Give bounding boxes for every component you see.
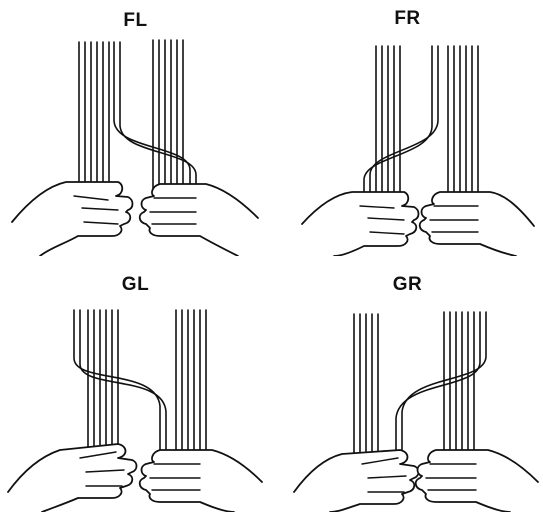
diagram-fr — [272, 0, 543, 256]
panel-gr: GR — [272, 256, 543, 512]
diagram-gr — [272, 256, 543, 512]
diagram-gl — [0, 256, 271, 512]
left-hand — [294, 450, 419, 512]
diagram-fl — [0, 0, 271, 256]
right-thread-bundle — [448, 46, 478, 210]
right-thread-bundle — [444, 312, 474, 470]
left-hand — [302, 192, 419, 256]
crossing-threads — [364, 46, 438, 215]
right-thread-bundle — [176, 310, 206, 470]
right-hand — [140, 184, 258, 256]
panel-fl: FL — [0, 0, 271, 256]
left-thread-bundle — [376, 46, 400, 210]
left-hand — [12, 182, 133, 256]
panel-fr: FR — [272, 0, 543, 256]
right-hand — [416, 450, 538, 512]
right-hand — [420, 192, 534, 256]
left-thread-bundle — [79, 42, 109, 205]
right-hand — [140, 450, 262, 512]
left-hand — [8, 444, 137, 512]
crossing-threads — [396, 312, 486, 468]
left-thread-bundle — [88, 310, 118, 456]
panel-gl: GL — [0, 256, 271, 512]
